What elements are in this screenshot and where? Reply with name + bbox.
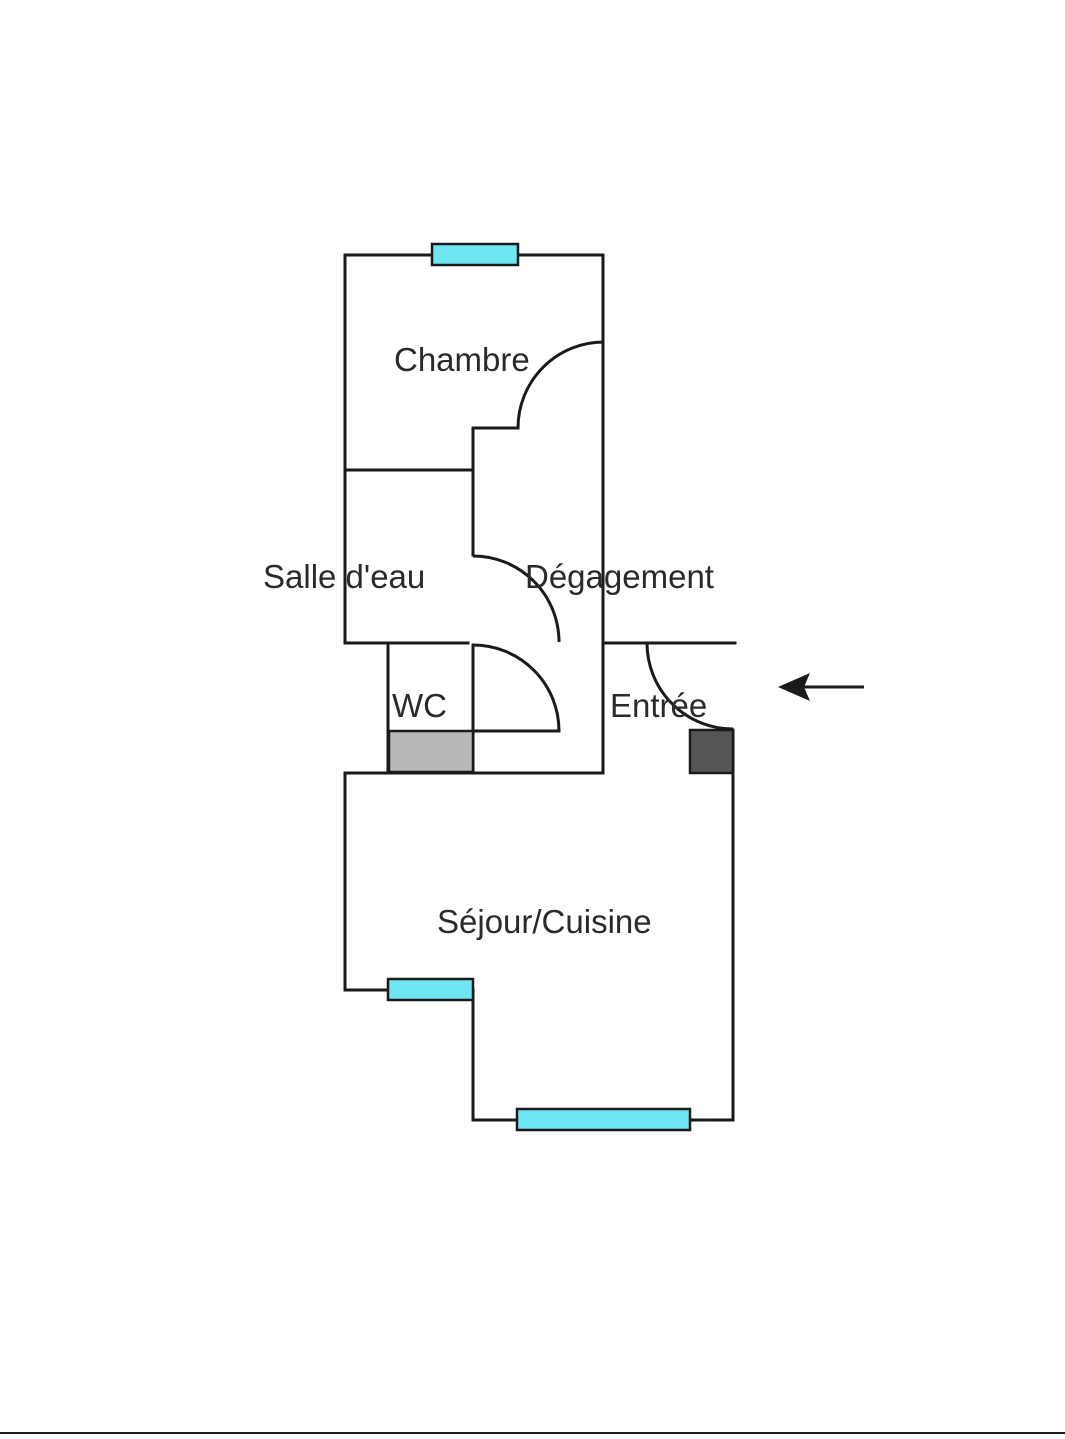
window-sejour-bottom: [515, 1107, 692, 1132]
window-sejour-left: [386, 977, 475, 1002]
arrow-left-icon: [778, 673, 864, 701]
fixtures: [387, 728, 735, 775]
door-entry-arc: [645, 642, 734, 731]
entry-fixture: [688, 728, 735, 775]
wc-fixture: [387, 729, 475, 774]
label-sejour-cuisine: Séjour/Cuisine: [437, 903, 652, 940]
label-degagement: Dégagement: [525, 558, 714, 595]
windows: [386, 242, 692, 1132]
door-chambre-arc: [516, 340, 605, 429]
label-chambre: Chambre: [394, 341, 530, 378]
door-wc-arc: [472, 643, 561, 733]
label-wc: WC: [392, 687, 447, 724]
window-chambre: [430, 242, 520, 267]
wall-chambre-outer: [343, 253, 605, 427]
room-labels: Chambre Salle d'eau Dégagement WC Entrée…: [263, 341, 714, 940]
door-salle-eau-arc: [472, 554, 561, 643]
label-entree: Entrée: [610, 687, 707, 724]
walls: [343, 253, 737, 1122]
wall-sejour-outline: [343, 728, 735, 1122]
label-salle-eau: Salle d'eau: [263, 558, 425, 595]
doors: [472, 340, 734, 733]
wall-hall-left: [471, 426, 520, 557]
